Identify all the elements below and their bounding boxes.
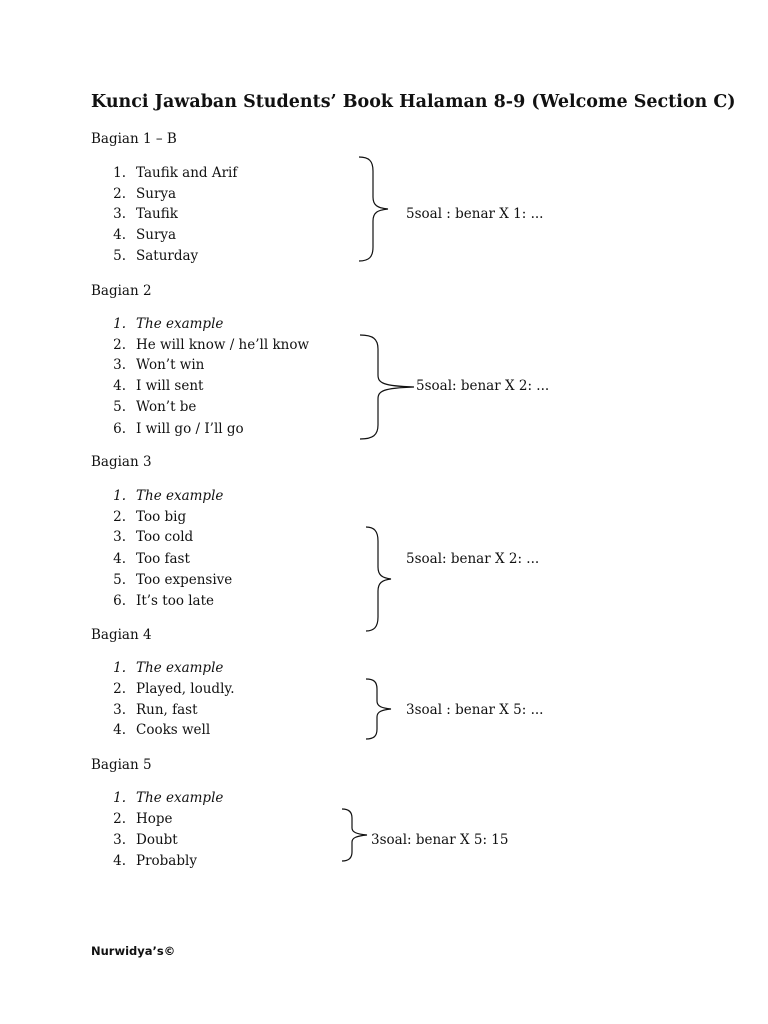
section-heading: Bagian 2: [91, 283, 152, 299]
curly-brace: [341, 808, 368, 862]
section-heading: Bagian 4: [91, 627, 152, 643]
copyright-footer: Nurwidya’s©: [91, 944, 176, 958]
curly-brace: [358, 156, 389, 262]
section-heading: Bagian 1 – B: [91, 131, 177, 147]
section-heading: Bagian 3: [91, 454, 152, 470]
curly-brace: [359, 334, 415, 440]
score-formula: 5soal : benar X 1: ...: [406, 206, 544, 222]
curly-brace: [365, 678, 392, 740]
score-formula: 3soal : benar X 5: ...: [406, 702, 544, 718]
score-formula: 5soal: benar X 2: ...: [406, 551, 540, 567]
section-heading: Bagian 5: [91, 757, 152, 773]
curly-brace: [365, 526, 392, 632]
score-formula: 3soal: benar X 5: 15: [371, 832, 509, 848]
page-title: Kunci Jawaban Students’ Book Halaman 8-9…: [91, 92, 736, 112]
score-formula: 5soal: benar X 2: ...: [416, 378, 550, 394]
